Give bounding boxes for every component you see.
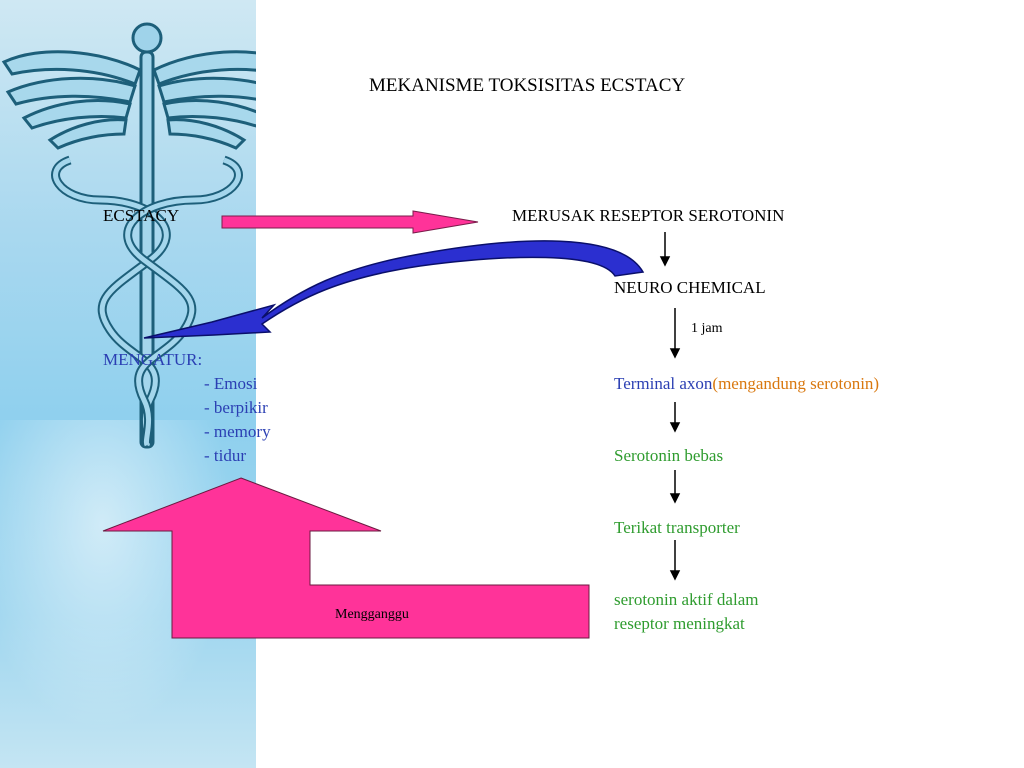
terminal-axon-paren: (mengandung serotonin) <box>712 374 880 393</box>
receptor-label: MERUSAK RESEPTOR SEROTONIN <box>512 206 785 225</box>
serotonin-aktif-line1: serotonin aktif dalam <box>614 590 759 609</box>
pink-up-arrow <box>102 477 590 639</box>
caduceus-icon <box>1 22 256 449</box>
mengganggu-label: Mengganggu <box>335 607 409 622</box>
terikat-transporter-label: Terikat transporter <box>614 518 740 537</box>
mengatur-label: MENGATUR: <box>103 350 203 369</box>
time-label: 1 jam <box>691 321 723 336</box>
list-item: - Emosi <box>204 374 258 393</box>
pink-right-arrow <box>221 210 479 234</box>
list-item: - tidur <box>204 446 247 465</box>
ecstacy-label: ECSTACY <box>103 206 180 225</box>
terminal-axon-label: Terminal axon <box>614 374 713 393</box>
flow-arrows <box>659 232 681 581</box>
serotonin-bebas-label: Serotonin bebas <box>614 446 724 465</box>
list-item: - memory <box>204 422 271 441</box>
terminal-axon-line: Terminal axon(mengandung serotonin) <box>614 374 879 394</box>
serotonin-aktif-line2: reseptor meningkat <box>614 614 745 633</box>
blue-curved-arrow <box>143 240 645 339</box>
list-item: - berpikir <box>204 398 268 417</box>
slide-title: MEKANISME TOKSISITAS ECSTACY <box>369 75 686 96</box>
neuro-chemical-label: NEURO CHEMICAL <box>614 278 766 297</box>
